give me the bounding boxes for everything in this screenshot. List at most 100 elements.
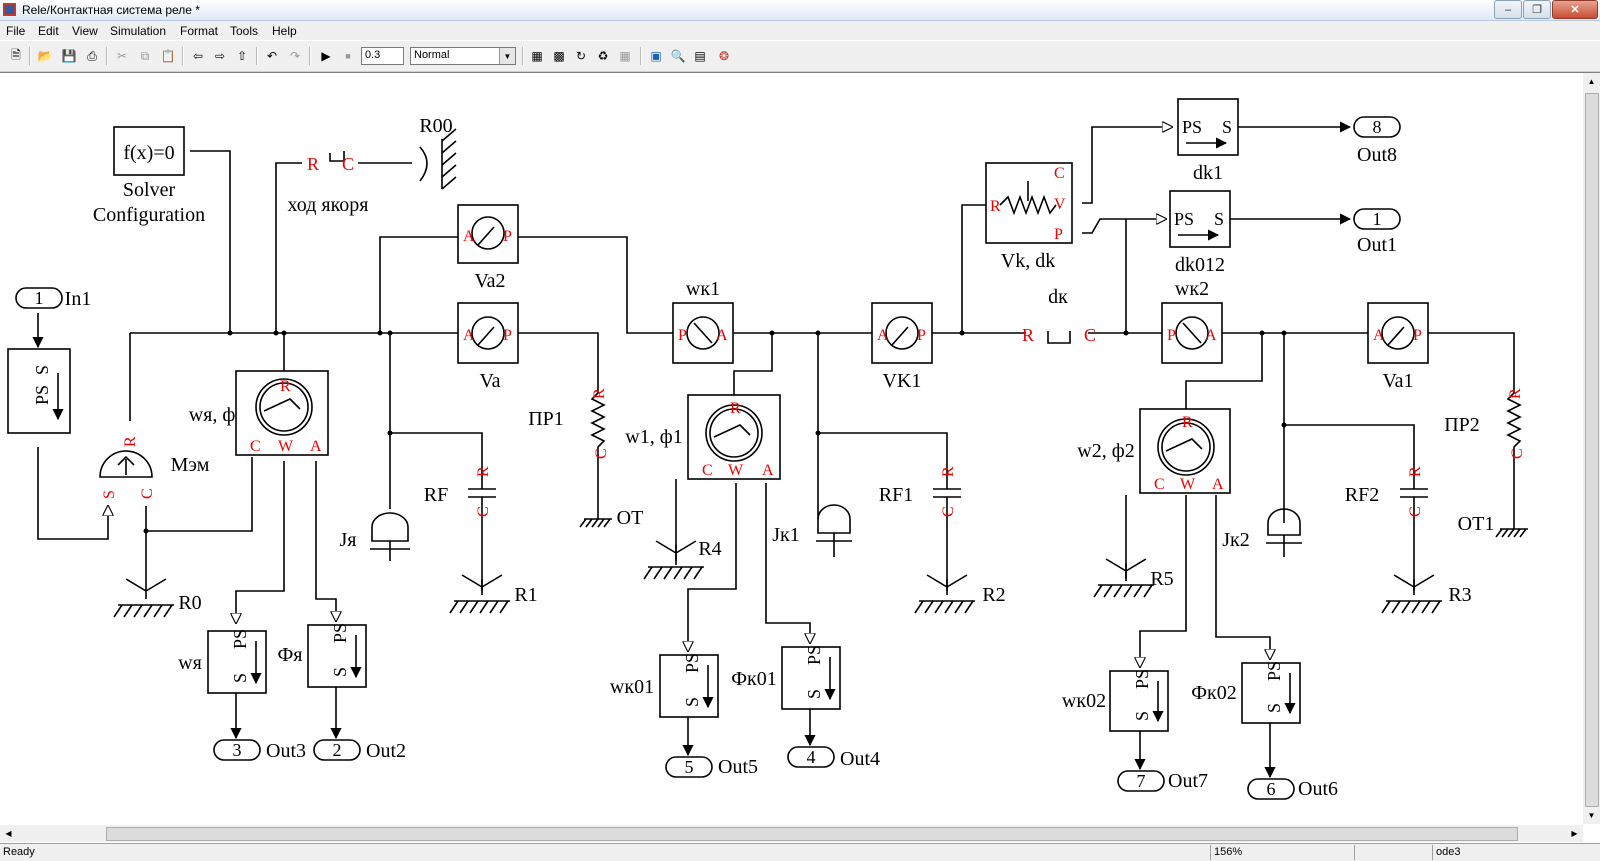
refresh-blocks-icon[interactable]: ♻ — [597, 49, 609, 63]
back-icon[interactable]: ⇦ — [192, 49, 204, 63]
rf-capacitor[interactable]: R C — [468, 463, 496, 531]
va-block[interactable]: A P — [457, 302, 519, 364]
out3-port[interactable] — [213, 739, 261, 761]
va2-block[interactable]: A P — [457, 204, 519, 264]
wk01-label: wк01 — [610, 676, 654, 698]
out5-port[interactable] — [665, 756, 713, 778]
horizontal-scrollbar[interactable]: ◀ ▶ — [0, 825, 1583, 842]
vk-dk-block[interactable]: R C V P — [985, 162, 1073, 244]
model-explorer-icon[interactable]: 🔍 — [670, 49, 686, 63]
dk1-converter[interactable]: PS S — [1177, 98, 1239, 156]
r0-reference[interactable] — [113, 578, 174, 618]
r00-block[interactable] — [419, 128, 457, 190]
simulation-mode-select[interactable]: Normal ▼ — [410, 47, 516, 65]
r3-reference[interactable] — [1381, 574, 1442, 614]
scroll-down-icon[interactable]: ▼ — [1587, 811, 1596, 820]
r4-reference[interactable] — [643, 540, 704, 580]
print-icon[interactable]: ⎙ — [87, 48, 97, 63]
svg-text:C: C — [1084, 325, 1096, 345]
build-icon[interactable]: ▦ — [531, 49, 543, 63]
model-advisor-icon[interactable]: ▦ — [619, 49, 631, 63]
rf1-capacitor[interactable]: R C — [933, 463, 961, 531]
ot1-label: OT1 — [1458, 513, 1495, 535]
scroll-up-icon[interactable]: ▲ — [1587, 77, 1596, 86]
debug-icon[interactable]: ▩ — [553, 49, 565, 63]
stop-icon[interactable]: ■ — [345, 51, 351, 61]
out8-port[interactable] — [1353, 116, 1401, 138]
r1-reference[interactable] — [449, 574, 510, 614]
out1-port[interactable] — [1353, 208, 1401, 230]
out6-port[interactable] — [1247, 778, 1295, 800]
out7-port[interactable] — [1117, 770, 1165, 792]
out4-port[interactable] — [787, 746, 835, 768]
model-canvas[interactable]: f(x)=0 Solver Configuration R C ход якор… — [0, 72, 1600, 825]
debugger-icon[interactable]: ▤ — [694, 49, 706, 63]
minimize-button[interactable]: – — [1494, 0, 1522, 19]
save-icon[interactable]: 💾 — [61, 49, 77, 63]
wk2-block[interactable]: P A — [1161, 302, 1223, 364]
solver-config-block[interactable] — [113, 126, 185, 176]
vertical-scrollbar[interactable]: ▲ ▼ — [1583, 73, 1600, 824]
menu-file[interactable]: File — [6, 24, 26, 38]
pr2-resistor[interactable]: R C — [1506, 379, 1526, 459]
menu-edit[interactable]: Edit — [38, 24, 59, 38]
in1-port[interactable] — [15, 287, 63, 309]
out7-num: 7 — [1137, 771, 1146, 791]
forward-icon[interactable]: ⇨ — [214, 49, 226, 63]
rf1-label: RF1 — [879, 484, 913, 506]
fk02-converter[interactable]: PS S — [1241, 661, 1301, 724]
run-icon[interactable]: ▶ — [321, 49, 331, 63]
dk012-converter[interactable]: PS S — [1169, 190, 1231, 248]
fk01-converter[interactable]: PS S — [781, 645, 841, 710]
close-button[interactable]: ✕ — [1552, 0, 1598, 19]
menu-simulation[interactable]: Simulation — [110, 24, 167, 38]
redo-icon[interactable]: ↷ — [289, 49, 301, 63]
copy-icon[interactable]: ⧉ — [140, 48, 150, 63]
horizontal-scroll-thumb[interactable] — [106, 827, 1518, 841]
paste-icon[interactable]: 📋 — [160, 49, 176, 63]
stop-time-input[interactable]: 0.3 — [361, 47, 404, 65]
up-icon[interactable]: ⇧ — [236, 49, 248, 63]
library-browser-icon[interactable]: ▣ — [650, 49, 662, 63]
pr1-resistor[interactable]: R C — [590, 379, 610, 459]
menu-help[interactable]: Help — [272, 24, 297, 38]
s-ps-converter[interactable]: S PS — [7, 348, 71, 434]
wk1-block[interactable]: P A — [672, 302, 734, 364]
new-model-icon[interactable]: 🗎 — [11, 47, 21, 62]
r2-reference[interactable] — [914, 574, 975, 614]
wk02-converter[interactable]: PS S — [1109, 669, 1169, 732]
va1-block[interactable]: A P — [1367, 302, 1429, 364]
restore-button[interactable]: ❐ — [1523, 0, 1551, 19]
out6-label: Out6 — [1298, 778, 1338, 800]
rf2-capacitor[interactable]: R C — [1400, 463, 1428, 531]
wya-converter[interactable]: PS S — [207, 629, 267, 694]
wk01-converter[interactable]: PS S — [659, 653, 719, 718]
dk-block[interactable]: R C — [1016, 325, 1098, 345]
undo-icon[interactable]: ↶ — [266, 49, 278, 63]
jya-inertia[interactable] — [370, 512, 410, 561]
fya-converter[interactable]: PS S — [307, 623, 367, 688]
r5-reference[interactable] — [1093, 558, 1154, 598]
hod-yakorya-block[interactable]: R C — [292, 151, 368, 174]
scroll-right-icon[interactable]: ▶ — [1571, 829, 1578, 838]
w1-phi1-sensor[interactable]: C W A R — [687, 394, 781, 480]
jk1-inertia[interactable] — [816, 504, 852, 557]
open-folder-icon[interactable]: 📂 — [37, 49, 53, 63]
scroll-left-icon[interactable]: ◀ — [5, 829, 12, 838]
wya-phi-sensor[interactable]: C W A R — [235, 370, 329, 456]
jk2-inertia[interactable] — [1266, 508, 1302, 557]
svg-text:C: C — [1154, 476, 1165, 493]
menu-view[interactable]: View — [72, 24, 98, 38]
update-diagram-icon[interactable]: ↻ — [575, 49, 587, 63]
svg-text:C: C — [593, 448, 610, 459]
vertical-scroll-thumb[interactable] — [1585, 93, 1599, 807]
cut-icon[interactable]: ✂ — [116, 49, 128, 63]
w2-phi2-sensor[interactable]: C W A R — [1139, 408, 1231, 494]
menu-format[interactable]: Format — [180, 24, 219, 38]
menu-tools[interactable]: Tools — [230, 24, 259, 38]
vk1-block[interactable]: A P — [871, 302, 933, 364]
configuration-icon[interactable]: ❂ — [718, 49, 730, 63]
wk1-label: wк1 — [686, 278, 720, 300]
out2-port[interactable] — [313, 739, 361, 761]
mem-source-block[interactable]: R S C — [99, 436, 156, 499]
